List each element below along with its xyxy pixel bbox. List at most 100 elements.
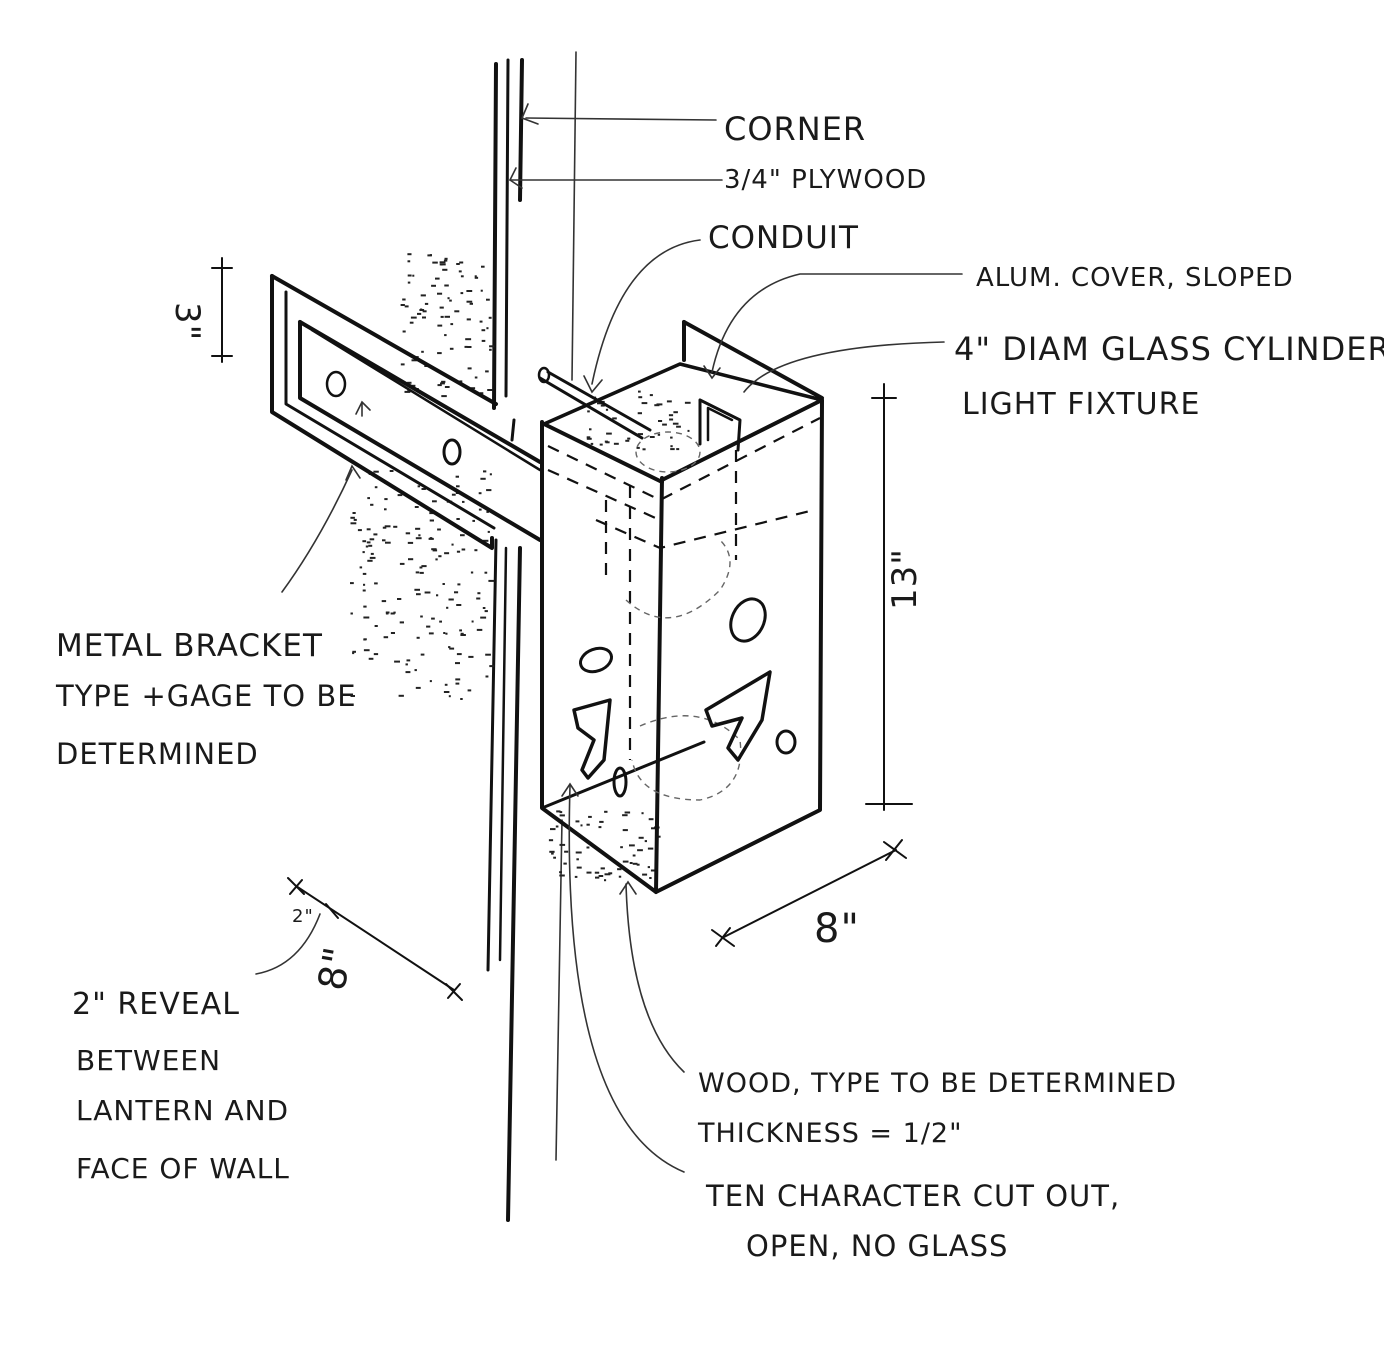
stipple-dot bbox=[419, 571, 424, 574]
stipple-dot bbox=[627, 437, 631, 440]
stipple-dot bbox=[599, 443, 603, 446]
stipple-dot bbox=[649, 436, 655, 438]
stipple-dot bbox=[604, 873, 611, 876]
stipple-dot bbox=[606, 432, 612, 435]
stipple-dot bbox=[485, 653, 491, 656]
stipple-dot bbox=[454, 591, 459, 594]
stipple-dot bbox=[437, 292, 443, 295]
stipple-dot bbox=[489, 665, 495, 668]
stipple-dot bbox=[382, 539, 386, 542]
stipple-dot bbox=[638, 836, 644, 839]
stipple-dot bbox=[427, 254, 432, 257]
stipple-dot bbox=[384, 525, 391, 528]
stipple-dot bbox=[435, 558, 438, 561]
stipple-dot bbox=[415, 571, 420, 574]
annotations: CORNER 3/4" PLYWOOD CONDUIT ALUM. COVER,… bbox=[55, 110, 1384, 1263]
stipple-dot bbox=[415, 527, 421, 530]
stipple-dot bbox=[470, 571, 474, 574]
cutout-right-one bbox=[704, 670, 772, 762]
stipple-dot bbox=[404, 305, 409, 308]
stipple-dot bbox=[445, 632, 448, 635]
stipple-dot bbox=[357, 529, 362, 532]
stipple-dot bbox=[456, 550, 461, 553]
stipple-dot bbox=[620, 846, 623, 849]
stipple-dot bbox=[489, 473, 492, 476]
stipple-dot bbox=[482, 539, 489, 542]
stipple-dot bbox=[467, 346, 472, 348]
stipple-dot bbox=[368, 657, 374, 660]
stipple-dot bbox=[437, 528, 441, 531]
stipple-dot bbox=[417, 485, 421, 488]
leader-lines bbox=[255, 103, 963, 1173]
stipple-dot bbox=[484, 610, 488, 613]
stipple-dot bbox=[455, 475, 459, 478]
stipple-dot bbox=[436, 594, 439, 597]
stipple-dot bbox=[466, 300, 473, 303]
stipple-dot bbox=[367, 559, 373, 562]
stipple-dot bbox=[486, 327, 489, 330]
stipple-dot bbox=[443, 691, 450, 693]
stipple-dot bbox=[624, 811, 631, 814]
stipple-dot bbox=[460, 698, 463, 700]
stipple-dot bbox=[488, 316, 492, 319]
stipple-dot bbox=[462, 500, 465, 503]
stipple-dot bbox=[586, 871, 592, 874]
stipple-dot bbox=[455, 682, 460, 685]
stipple-dot bbox=[637, 849, 643, 852]
stipple-dot bbox=[637, 412, 642, 415]
stipple-dot bbox=[399, 621, 404, 624]
stipple-dot bbox=[444, 284, 449, 287]
label-reveal-3: LANTERN AND bbox=[76, 1094, 289, 1127]
label-glass-2: LIGHT FIXTURE bbox=[962, 387, 1200, 422]
stipple-dot bbox=[416, 593, 421, 596]
label-conduit: CONDUIT bbox=[708, 220, 859, 256]
stipple-dot bbox=[580, 824, 583, 827]
stipple-dot bbox=[420, 653, 425, 656]
stipple-dot bbox=[474, 275, 477, 278]
stipple-dot bbox=[459, 380, 463, 383]
stipple-dot bbox=[422, 316, 426, 319]
stipple-dot bbox=[373, 470, 379, 473]
stipple-dot bbox=[684, 401, 691, 404]
stipple-dot bbox=[402, 330, 406, 333]
stipple-dot bbox=[407, 253, 412, 256]
stipple-dot bbox=[474, 376, 478, 379]
stipple-dot bbox=[479, 392, 484, 395]
stipple-dot bbox=[419, 566, 423, 569]
stipple-dot bbox=[647, 866, 650, 869]
stipple-dot bbox=[444, 386, 450, 388]
stipple-dot bbox=[405, 663, 408, 666]
stipple-dot bbox=[448, 695, 451, 698]
metal-bracket bbox=[270, 274, 542, 550]
stipple-dot bbox=[363, 583, 366, 586]
stipple-dot bbox=[448, 598, 454, 601]
stipple-dot bbox=[458, 270, 462, 273]
stipple-dot bbox=[666, 400, 672, 403]
stipple-dot bbox=[362, 589, 366, 592]
stipple-dot bbox=[362, 572, 367, 575]
stipple-dot bbox=[420, 615, 423, 618]
stipple-dot bbox=[670, 445, 673, 448]
stipple-dot bbox=[415, 537, 422, 540]
wall-corner bbox=[486, 51, 577, 1222]
stipple-dot bbox=[412, 274, 415, 277]
stipple-dot bbox=[481, 339, 486, 342]
stipple-dot bbox=[384, 508, 387, 511]
stipple-dot bbox=[617, 868, 622, 871]
dim-bracket-height: 3" bbox=[167, 302, 207, 341]
stipple-dot bbox=[420, 308, 423, 311]
label-plywood: 3/4" PLYWOOD bbox=[724, 165, 927, 195]
stipple-dot bbox=[421, 565, 427, 568]
stipple-dot bbox=[449, 347, 454, 350]
stipple-dot bbox=[424, 591, 431, 594]
stipple-dot bbox=[650, 869, 657, 872]
stipple-dot bbox=[370, 552, 374, 555]
stipple-dot bbox=[622, 860, 629, 863]
stipple-dot bbox=[642, 448, 646, 451]
stipple-dot bbox=[390, 612, 395, 615]
stipple-dot bbox=[597, 402, 603, 405]
stipple-dot bbox=[590, 442, 594, 445]
stipple-dot bbox=[444, 315, 450, 318]
label-bracket-3: DETERMINED bbox=[56, 737, 259, 771]
stipple-dot bbox=[471, 620, 474, 623]
